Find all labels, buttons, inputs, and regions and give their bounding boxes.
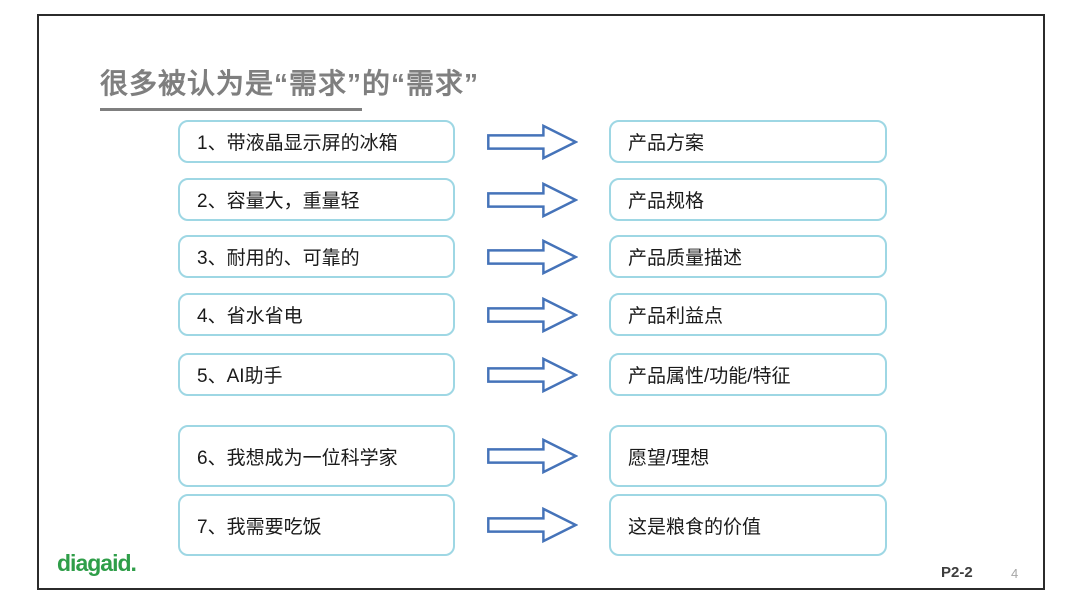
meaning-box-4: 产品利益点: [609, 293, 887, 336]
need-text-4: 4、省水省电: [197, 306, 303, 327]
need-box-2: 2、容量大，重量轻: [178, 178, 455, 221]
meaning-box-7: 这是粮食的价值: [609, 494, 887, 556]
meaning-box-2: 产品规格: [609, 178, 887, 221]
meaning-text-3: 产品质量描述: [628, 248, 743, 269]
slide-title: 很多被认为是“需求”的“需求”: [100, 62, 479, 111]
arrow-wrap-3: [455, 238, 609, 276]
arrow-right-icon: [487, 181, 578, 218]
slide-frame: 很多被认为是“需求”的“需求” 1、带液晶显示屏的冰箱 产品方案 2、容量大，重…: [37, 14, 1045, 590]
need-text-7: 7、我需要吃饭: [197, 516, 322, 538]
arrow-wrap-2: [455, 181, 609, 219]
need-box-7: 7、我需要吃饭: [178, 494, 455, 556]
meaning-text-1: 产品方案: [628, 133, 705, 154]
meaning-text-7: 这是粮食的价值: [628, 516, 762, 538]
mapping-row-6: 6、我想成为一位科学家 愿望/理想: [178, 425, 887, 487]
arrow-wrap-7: [455, 506, 609, 544]
footer-section-code: P2-2: [941, 564, 973, 581]
arrow-right-icon: [487, 437, 578, 475]
arrow-right-icon: [487, 238, 578, 275]
meaning-text-6: 愿望/理想: [628, 447, 710, 469]
need-text-6: 6、我想成为一位科学家: [197, 447, 398, 469]
need-box-4: 4、省水省电: [178, 293, 455, 336]
need-text-2: 2、容量大，重量轻: [197, 191, 360, 212]
need-text-1: 1、带液晶显示屏的冰箱: [197, 133, 398, 154]
need-box-3: 3、耐用的、可靠的: [178, 235, 455, 278]
meaning-text-2: 产品规格: [628, 191, 705, 212]
meaning-text-4: 产品利益点: [628, 306, 724, 327]
diagaid-logo: diagaid.: [57, 550, 137, 576]
mapping-row-4: 4、省水省电 产品利益点: [178, 293, 887, 336]
slide-title-underlined: 很多被认为是“需求”: [100, 62, 363, 111]
meaning-box-3: 产品质量描述: [609, 235, 887, 278]
arrow-right-icon: [487, 296, 578, 333]
need-text-5: 5、AI助手: [197, 366, 283, 387]
arrow-right-icon: [487, 123, 578, 160]
need-box-1: 1、带液晶显示屏的冰箱: [178, 120, 455, 163]
meaning-box-1: 产品方案: [609, 120, 887, 163]
mapping-row-7: 7、我需要吃饭 这是粮食的价值: [178, 494, 887, 556]
arrow-right-icon: [487, 506, 578, 544]
arrow-right-icon: [487, 356, 578, 393]
meaning-box-5: 产品属性/功能/特征: [609, 353, 887, 396]
arrow-wrap-1: [455, 123, 609, 161]
footer-page-number: 4: [1011, 566, 1019, 581]
arrow-wrap-5: [455, 356, 609, 394]
mapping-row-2: 2、容量大，重量轻 产品规格: [178, 178, 887, 221]
mapping-row-3: 3、耐用的、可靠的 产品质量描述: [178, 235, 887, 278]
arrow-wrap-6: [455, 437, 609, 475]
mapping-row-5: 5、AI助手 产品属性/功能/特征: [178, 353, 887, 396]
mapping-row-1: 1、带液晶显示屏的冰箱 产品方案: [178, 120, 887, 163]
need-box-5: 5、AI助手: [178, 353, 455, 396]
meaning-box-6: 愿望/理想: [609, 425, 887, 487]
need-text-3: 3、耐用的、可靠的: [197, 248, 360, 269]
slide-title-rest: 的“需求”: [362, 68, 480, 99]
need-box-6: 6、我想成为一位科学家: [178, 425, 455, 487]
meaning-text-5: 产品属性/功能/特征: [628, 366, 791, 387]
arrow-wrap-4: [455, 296, 609, 334]
